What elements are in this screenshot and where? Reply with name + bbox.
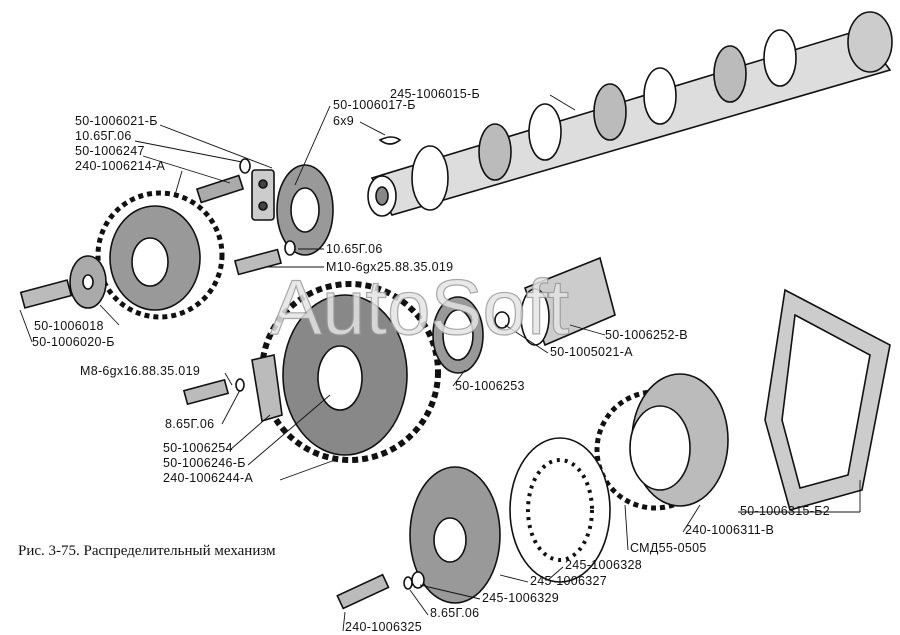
label-plate-top: 50-1006021-Б [75,114,158,128]
label-bolt-m8: М8-6gx16.88.35.019 [80,364,201,378]
label-gear-large: 240-1006244-А [163,471,254,485]
label-screw-left: 50-1006020-Б [32,335,115,349]
label-disc-ring: 245-1006328 [565,558,642,572]
label-ring: 50-1006253 [455,379,525,393]
figure-caption: Рис. 3-75. Распределительный механизм [18,543,276,559]
label-bolt-bottom: 240-1006325 [345,620,422,634]
label-thrust-washer: 50-1006017-Б [333,98,416,112]
label-gear-small: 240-1006214-А [75,159,166,173]
label-gasket: 50-1006315-Б2 [740,504,830,518]
label-plate-low: 50-1006254 [163,441,233,455]
label-bolt-m10: М10-6gx25.88.35.019 [326,260,454,274]
camshaft [367,11,893,217]
label-lock-washer-bottom: 8.65Г.06 [430,606,480,620]
label-washer-bottom: 245-1006329 [482,591,559,605]
label-bush-small: 50-1005021-А [550,345,633,359]
watermark: AutoSoft [269,262,570,351]
label-washer-left: 50-1006018 [34,319,104,333]
leader-lines [19,94,861,632]
label-bushing: 50-1006252-В [605,328,688,342]
label-camshaft: 245-1006015-Б [390,87,480,101]
label-gear-right-sub: СМД55-0505 [630,541,707,555]
label-lock-washer-low: 8.65Г.06 [165,417,215,431]
label-flange: 245-1006327 [530,574,607,588]
key [378,136,402,145]
label-screw-top: 50-1006247 [75,144,145,158]
plate [251,169,275,221]
label-lock-washer-mid: 10.65Г.06 [326,242,383,256]
label-key: 6x9 [333,114,355,128]
label-lock-washer-top: 10.65Г.06 [75,129,132,143]
label-hub: 50-1006246-Б [163,456,246,470]
label-gear-right: 240-1006311-В [685,523,775,537]
